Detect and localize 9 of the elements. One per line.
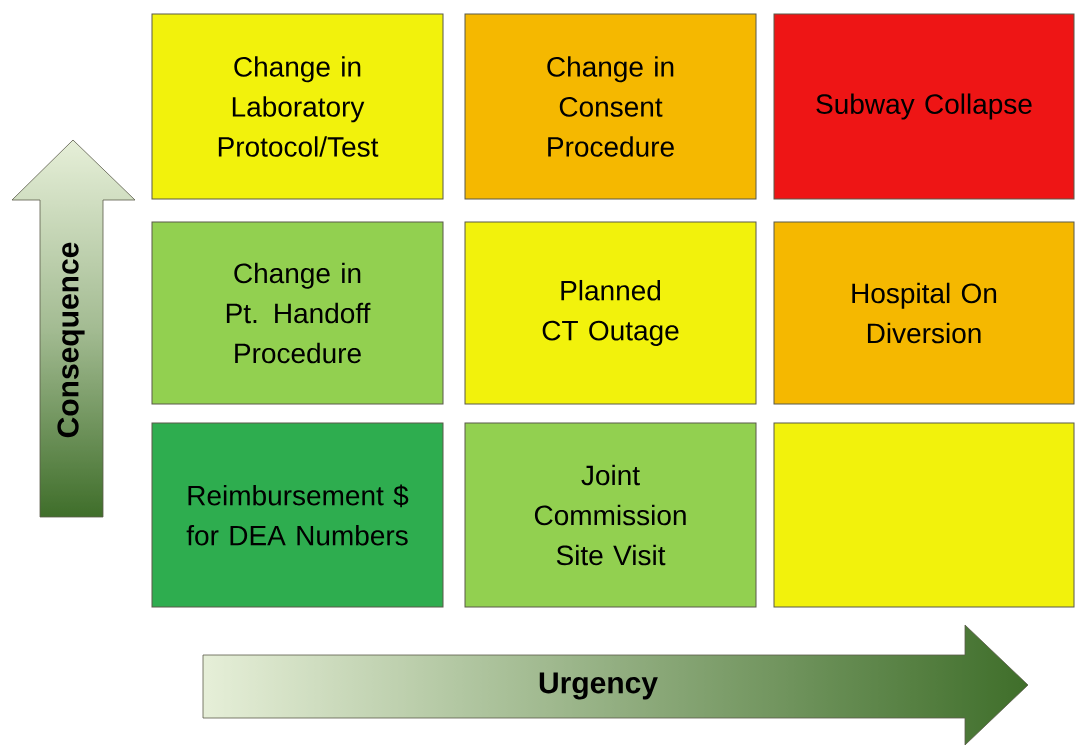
matrix-box: Joint Commission Site Visit <box>464 422 757 608</box>
matrix-box: Planned CT Outage <box>464 221 757 405</box>
matrix-box: Subway Collapse <box>773 13 1075 200</box>
matrix-box: Change in Consent Procedure <box>464 13 757 200</box>
matrix-box <box>773 422 1075 608</box>
matrix-box: Reimbursement $ for DEA Numbers <box>151 422 444 608</box>
matrix-box: Change in Pt. Handoff Procedure <box>151 221 444 405</box>
matrix-box: Hospital On Diversion <box>773 221 1075 405</box>
matrix-box: Change in Laboratory Protocol/Test <box>151 13 444 200</box>
